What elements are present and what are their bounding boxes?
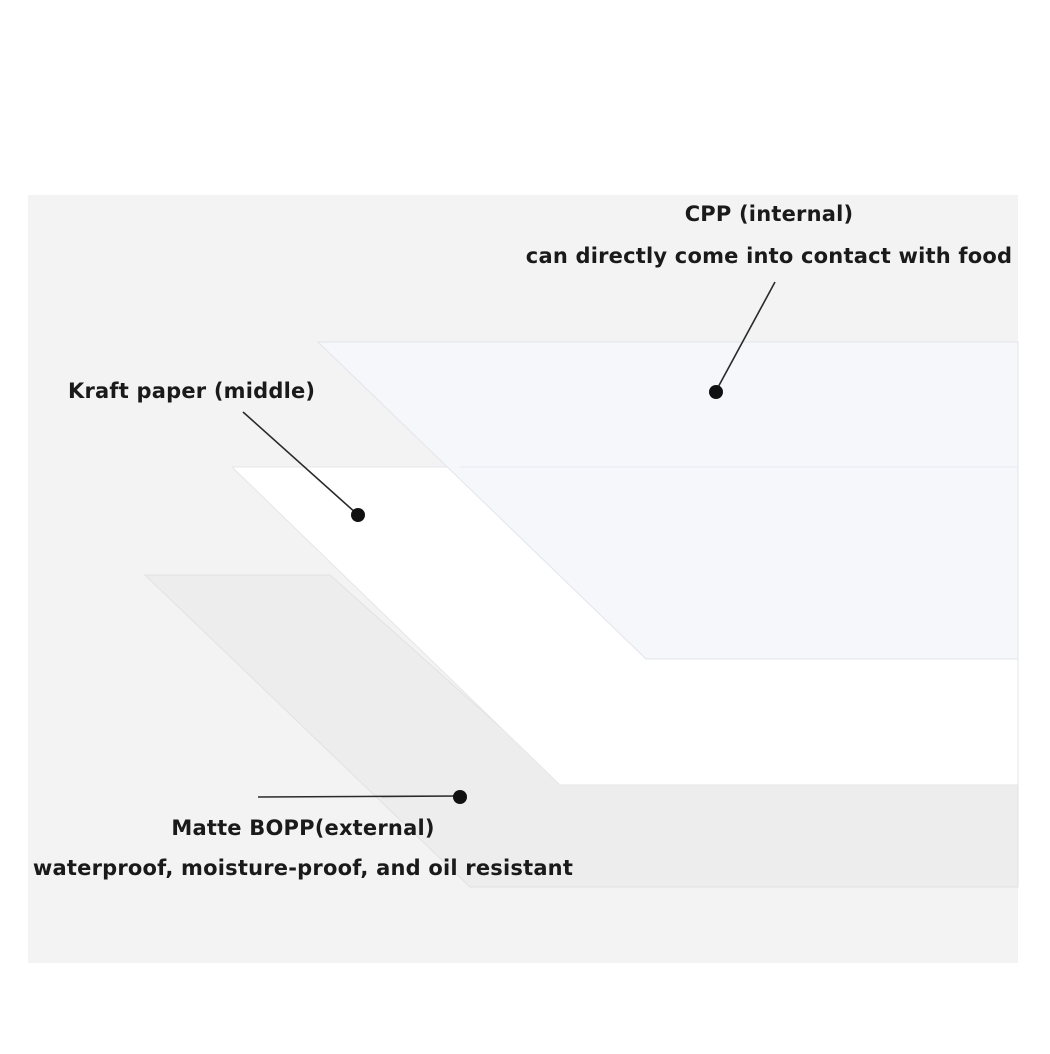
inner-layer-description: can directly come into contact with food	[525, 244, 1013, 268]
middle-layer-dot	[351, 508, 365, 522]
outer-leader-line	[257, 795, 461, 798]
outer-layer-title: Matte BOPP(external)	[171, 816, 435, 840]
middle-leader-line	[242, 411, 358, 515]
outer-layer-dot	[453, 790, 467, 804]
inner-leader-line	[715, 281, 776, 392]
inner-layer-dot	[709, 385, 723, 399]
middle-layer-title: Kraft paper (middle)	[68, 379, 316, 403]
outer-layer-description: waterproof, moisture-proof, and oil resi…	[32, 856, 574, 880]
inner-layer-sheet	[316, 341, 1019, 660]
inner-layer-title: CPP (internal)	[684, 202, 854, 226]
